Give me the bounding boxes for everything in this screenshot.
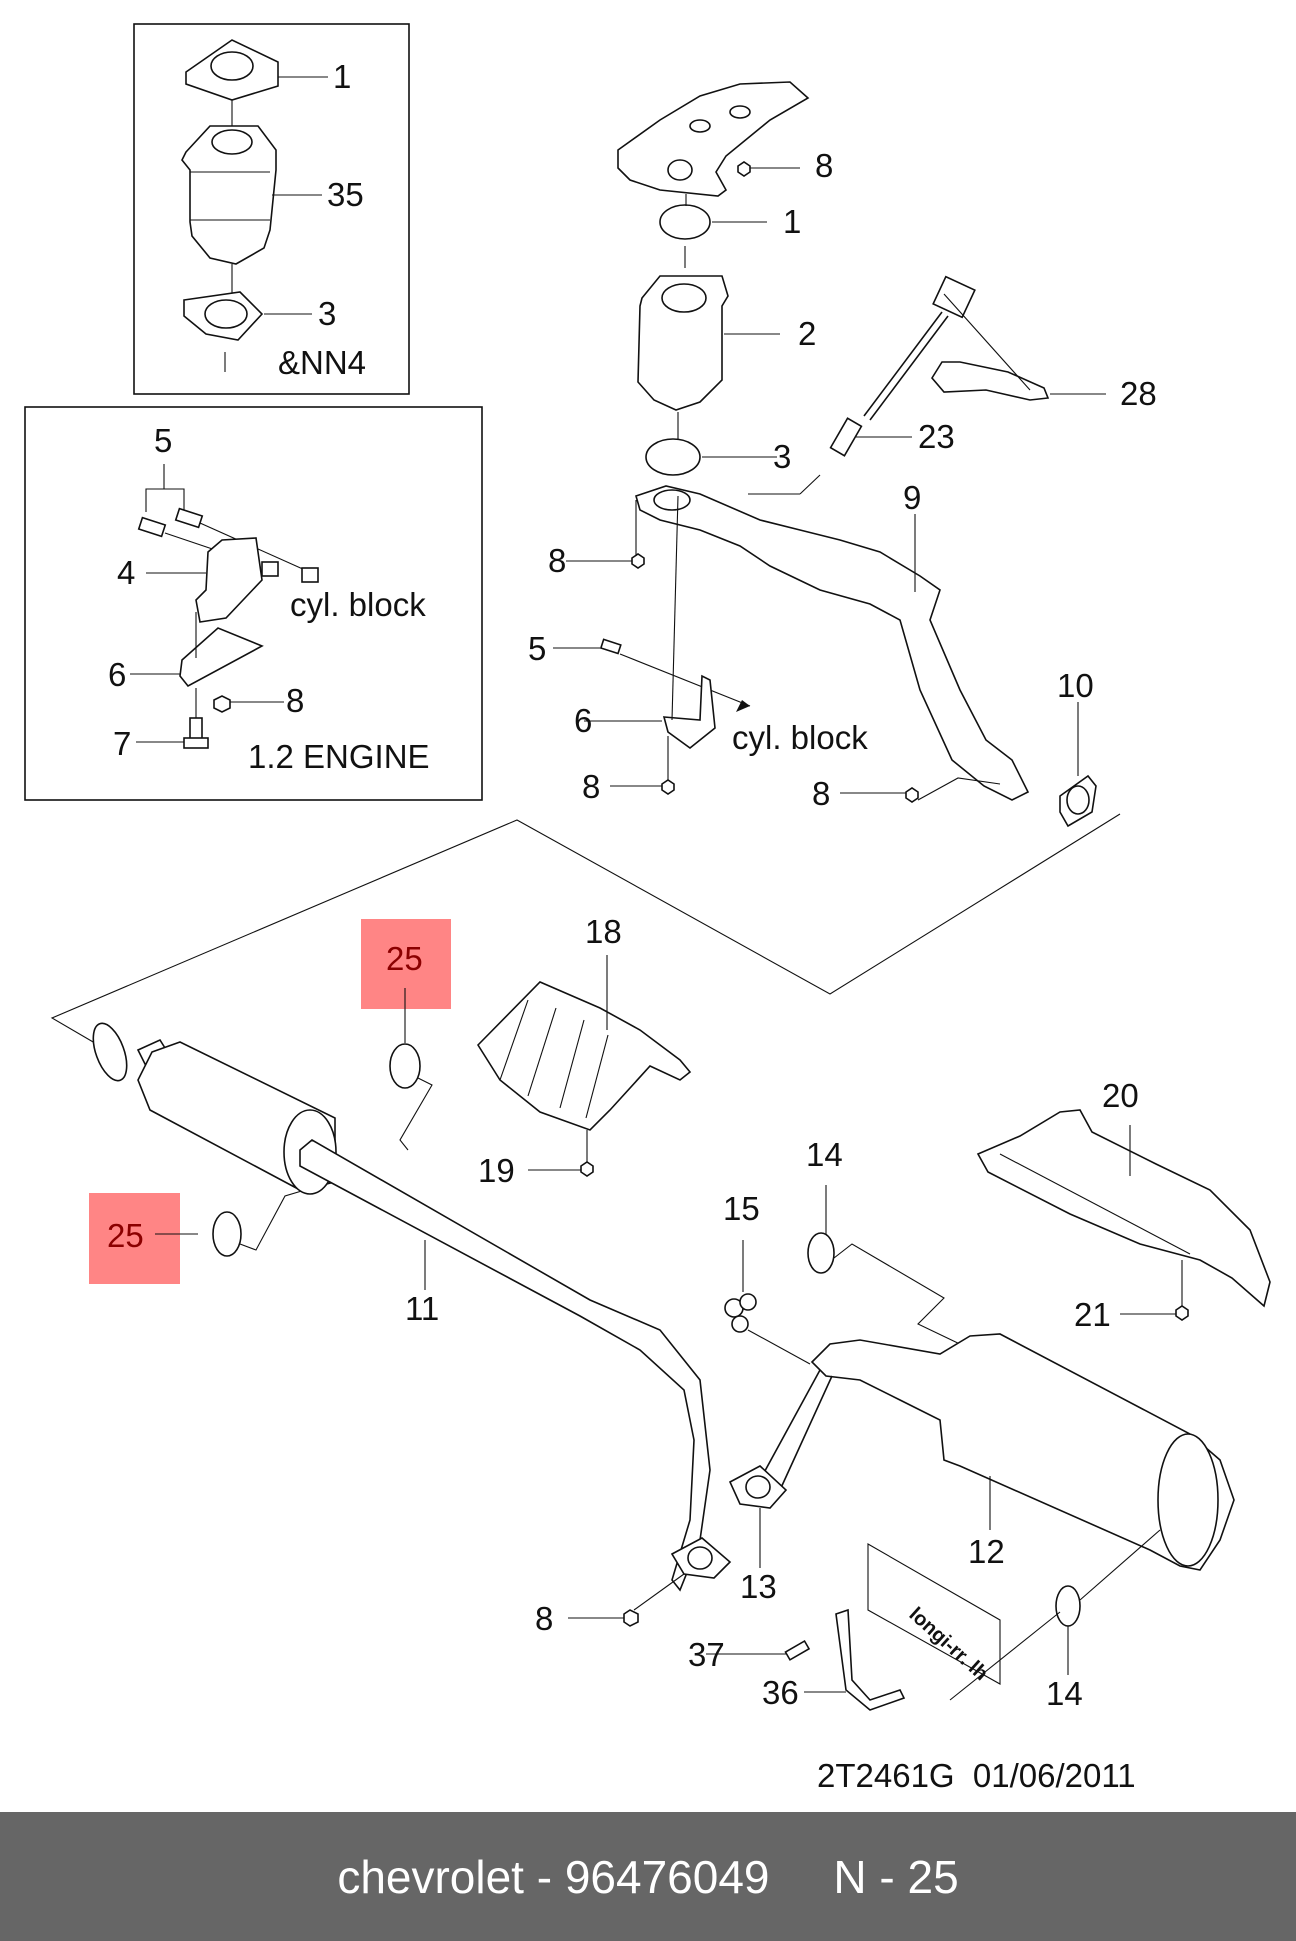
inset-note-cyl-block: cyl. block	[290, 586, 426, 623]
rear-exhaust-section: 25 25 11 18 19 20	[89, 913, 1271, 1712]
label-14-bottom[interactable]: 14	[1046, 1675, 1083, 1712]
label-5[interactable]: 5	[154, 422, 172, 459]
inset-note-nn4: &NN4	[278, 344, 366, 381]
rubber-hanger-14-top[interactable]	[807, 1232, 835, 1274]
label-36[interactable]: 36	[762, 1674, 799, 1711]
label-9[interactable]: 9	[903, 479, 921, 516]
label-15[interactable]: 15	[723, 1190, 760, 1227]
rear-muffler-12-shape	[810, 1333, 1235, 1571]
front-exhaust-section: 8 1 2 3 23 28 9 8	[528, 81, 1157, 828]
longi-rr-lh-panel	[867, 1543, 1001, 1685]
label-1[interactable]: 1	[333, 58, 351, 95]
catalytic-converter-35-shape	[181, 125, 277, 265]
label-3[interactable]: 3	[318, 295, 336, 332]
label-4[interactable]: 4	[117, 554, 135, 591]
label-7[interactable]: 7	[113, 725, 131, 762]
gasket-1-ring	[659, 204, 711, 240]
label-8-front-left[interactable]: 8	[548, 542, 566, 579]
bracket-6-front-shape	[662, 674, 716, 750]
front-note-cyl-block: cyl. block	[732, 719, 868, 756]
label-37[interactable]: 37	[688, 1636, 725, 1673]
exhaust-manifold-shape	[617, 81, 810, 197]
label-6-front[interactable]: 6	[574, 702, 592, 739]
bracket-6-shape	[179, 627, 264, 688]
label-3-front[interactable]: 3	[773, 438, 791, 475]
inset-catalyst-box: 1 35 3 &NN4	[133, 23, 410, 395]
tailpipe-11-shape	[299, 1139, 711, 1592]
label-35[interactable]: 35	[327, 176, 364, 213]
highlight-box-25-left	[89, 1193, 180, 1284]
label-1-front[interactable]: 1	[783, 203, 801, 240]
label-8-rear[interactable]: 8	[535, 1600, 553, 1637]
bracket-4-shape	[195, 537, 263, 623]
bracket-28-shape	[931, 361, 1050, 401]
label-5-front[interactable]: 5	[528, 630, 546, 667]
bracket-36-shape	[835, 1608, 906, 1711]
label-12[interactable]: 12	[968, 1533, 1005, 1570]
section-connector-frame	[50, 813, 1121, 1047]
footer-bar: chevrolet - 96476049 N - 25	[0, 1812, 1296, 1941]
front-pipe-9-shape	[635, 485, 1030, 801]
label-8-engine[interactable]: 8	[286, 682, 304, 719]
label-21[interactable]: 21	[1074, 1296, 1111, 1333]
footer-caption: chevrolet - 96476049 N - 25	[337, 1850, 959, 1903]
label-8-manifold[interactable]: 8	[815, 147, 833, 184]
label-18[interactable]: 18	[585, 913, 622, 950]
bracket-text-longi-rr-lh: longi-rr. lh	[905, 1603, 992, 1685]
label-6[interactable]: 6	[108, 656, 126, 693]
exhaust-parts-diagram: 1 35 3 &NN4 5 4 cyl. block	[24, 23, 1271, 1794]
label-25-top[interactable]: 25	[386, 940, 423, 977]
heat-shield-18-shape	[476, 981, 692, 1131]
label-8-front-right[interactable]: 8	[812, 775, 830, 812]
label-19[interactable]: 19	[478, 1152, 515, 1189]
rubber-hanger-25-top[interactable]	[389, 1043, 421, 1089]
rubber-hanger-25-left[interactable]	[212, 1211, 242, 1257]
label-13[interactable]: 13	[740, 1568, 777, 1605]
rubber-hanger-14-bottom[interactable]	[1055, 1585, 1081, 1627]
highlight-box-25-top	[361, 919, 451, 1009]
label-10[interactable]: 10	[1057, 667, 1094, 704]
drawing-reference: 2T2461G 01/06/2011	[817, 1757, 1136, 1794]
catalytic-converter-2-shape	[637, 275, 729, 411]
label-20[interactable]: 20	[1102, 1077, 1139, 1114]
label-11[interactable]: 11	[405, 1290, 439, 1327]
gasket-3-ring	[645, 438, 701, 476]
inset-engine-box: 5 4 cyl. block 6 8 7 1.2 ENGINE	[24, 406, 483, 801]
label-28[interactable]: 28	[1120, 375, 1157, 412]
label-23[interactable]: 23	[918, 418, 955, 455]
label-25-left[interactable]: 25	[107, 1217, 144, 1254]
inset-note-1-2-engine: 1.2 ENGINE	[248, 738, 430, 775]
label-8-front-bottom[interactable]: 8	[582, 768, 600, 805]
label-14-top[interactable]: 14	[806, 1136, 843, 1173]
label-2[interactable]: 2	[798, 315, 816, 352]
heat-shield-20-shape	[976, 1109, 1271, 1308]
